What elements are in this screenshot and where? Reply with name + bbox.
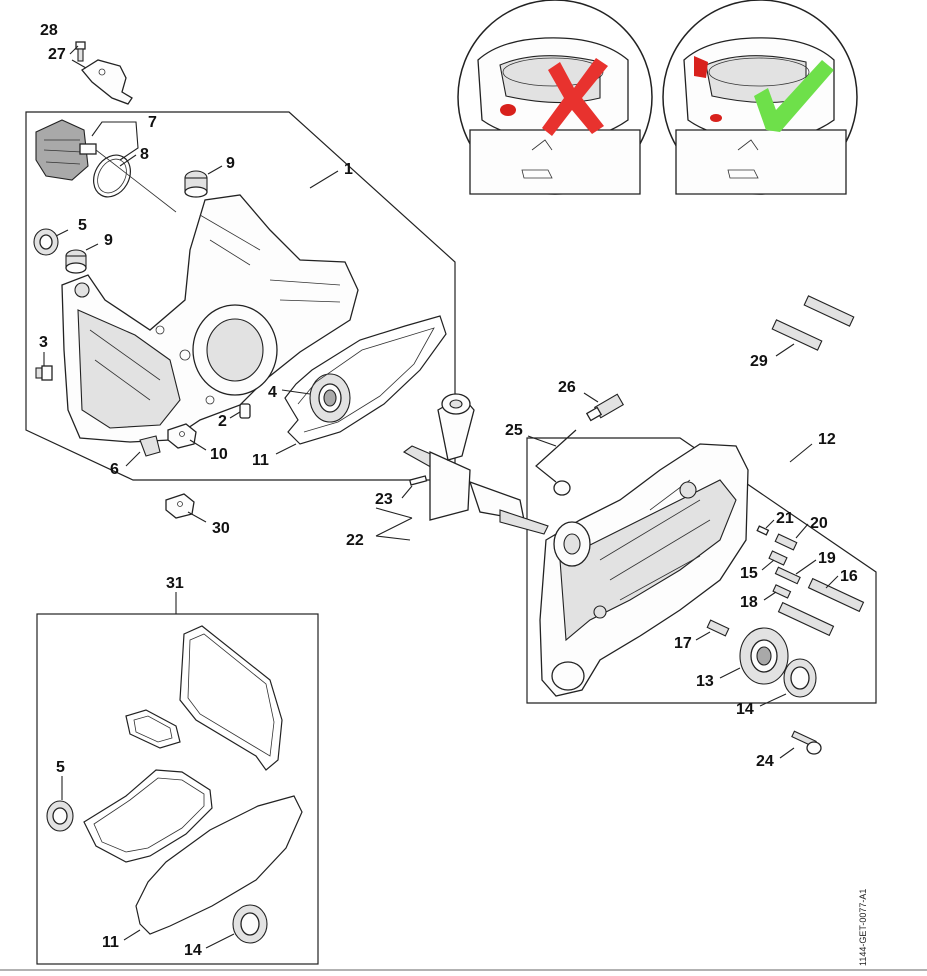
- callout-11a: 11: [252, 452, 269, 469]
- callout-24: 24: [756, 753, 774, 770]
- red-dot-right: [710, 114, 722, 122]
- callout-17: 17: [674, 635, 692, 652]
- callout-14a: 14: [736, 701, 754, 718]
- part-oil-pump-7: [35, 119, 177, 213]
- callout-8: 8: [140, 146, 149, 163]
- cross-mark: [542, 58, 608, 136]
- part-seal-5a: [33, 228, 59, 256]
- part-stud-29b: [771, 319, 823, 351]
- callout-20: 20: [810, 515, 828, 532]
- part-bracket-27: [81, 59, 133, 105]
- callout-26: 26: [558, 379, 576, 396]
- part-crankshaft-22: [402, 393, 549, 535]
- document-code: 1144-GET-0077-A1: [858, 889, 868, 966]
- callout-14b: 14: [184, 942, 202, 959]
- part-crankcase-right-12: [539, 443, 749, 697]
- callout-31: 31: [166, 575, 184, 592]
- part-gasket-11b: [135, 795, 303, 935]
- part-sleeve-18: [772, 584, 792, 599]
- part-fitting-26: [585, 393, 625, 422]
- callout-29: 29: [750, 353, 768, 370]
- part-tube-25-end: [553, 480, 571, 496]
- part-screw-24: [791, 730, 822, 755]
- part-sleeve-15: [768, 550, 788, 566]
- part-seal-14a: [783, 658, 817, 698]
- part-stud-16a: [807, 577, 865, 613]
- callout-23: 23: [375, 491, 393, 508]
- callout-4: 4: [268, 384, 277, 401]
- part-crankcase-left-1: [61, 194, 359, 443]
- callout-30: 30: [212, 520, 230, 537]
- frame-right-crankcase: [526, 437, 877, 704]
- callout-labels: 28 27 7 8 1 9 5 9 3 4 2 10 6 11 30 26 25…: [39, 22, 858, 959]
- part-stud-29a: [803, 295, 855, 327]
- callout-6: 6: [110, 461, 119, 478]
- part-tube-25: [535, 429, 577, 483]
- part-seal-14b: [232, 904, 268, 944]
- callout-16: 16: [840, 568, 858, 585]
- part-clip-30: [165, 493, 195, 519]
- callout-2: 2: [218, 413, 227, 430]
- inset-right: [662, 0, 858, 195]
- callout-21: 21: [776, 510, 794, 527]
- callout-19: 19: [818, 550, 836, 567]
- part-bearing-13: [739, 627, 789, 685]
- part-gasket-11a-inner: [297, 327, 435, 433]
- callout-28: 28: [40, 22, 58, 39]
- part-stud-16b: [777, 601, 835, 637]
- part-gasket-set-31: [46, 625, 303, 944]
- part-key-23: [408, 475, 428, 486]
- callout-5a: 5: [78, 217, 87, 234]
- part-bearing-4: [309, 373, 351, 423]
- part-sleeve-19: [774, 566, 801, 585]
- leader-lines: [43, 45, 839, 949]
- callout-25: 25: [505, 422, 523, 439]
- part-clip-10: [167, 423, 197, 449]
- frame-gasket-set: [36, 613, 319, 965]
- inset-wrong: [457, 0, 653, 195]
- part-pin-21: [756, 525, 770, 536]
- callout-7: 7: [148, 114, 157, 131]
- callout-10: 10: [210, 446, 228, 463]
- callout-15: 15: [740, 565, 758, 582]
- part-gasket-11a: [284, 315, 447, 445]
- part-screw-3: [35, 365, 53, 381]
- part-pin-2: [239, 403, 251, 419]
- callout-1: 1: [344, 161, 353, 178]
- check-mark: [754, 60, 834, 132]
- part-cap-6: [139, 435, 161, 457]
- callout-22: 22: [346, 532, 364, 549]
- part-plug-9b: [65, 249, 87, 274]
- callout-11b: 11: [102, 934, 119, 951]
- callout-9b: 9: [104, 232, 113, 249]
- callout-13: 13: [696, 673, 714, 690]
- callout-9a: 9: [226, 155, 235, 172]
- callout-27: 27: [48, 46, 66, 63]
- callout-3: 3: [39, 334, 48, 351]
- red-highlight-wrong: [500, 104, 516, 116]
- callout-12: 12: [818, 431, 836, 448]
- part-oring-8: [93, 154, 131, 198]
- part-stud-17: [706, 619, 730, 637]
- red-highlight-right: [694, 56, 708, 78]
- callout-5b: 5: [56, 759, 65, 776]
- part-plug-9a: [184, 170, 208, 198]
- part-oring-8-inner: [97, 158, 127, 194]
- part-seal-5b: [46, 800, 74, 832]
- part-screw-28: [75, 41, 86, 62]
- callout-18: 18: [740, 594, 758, 611]
- part-sleeve-20: [774, 533, 798, 551]
